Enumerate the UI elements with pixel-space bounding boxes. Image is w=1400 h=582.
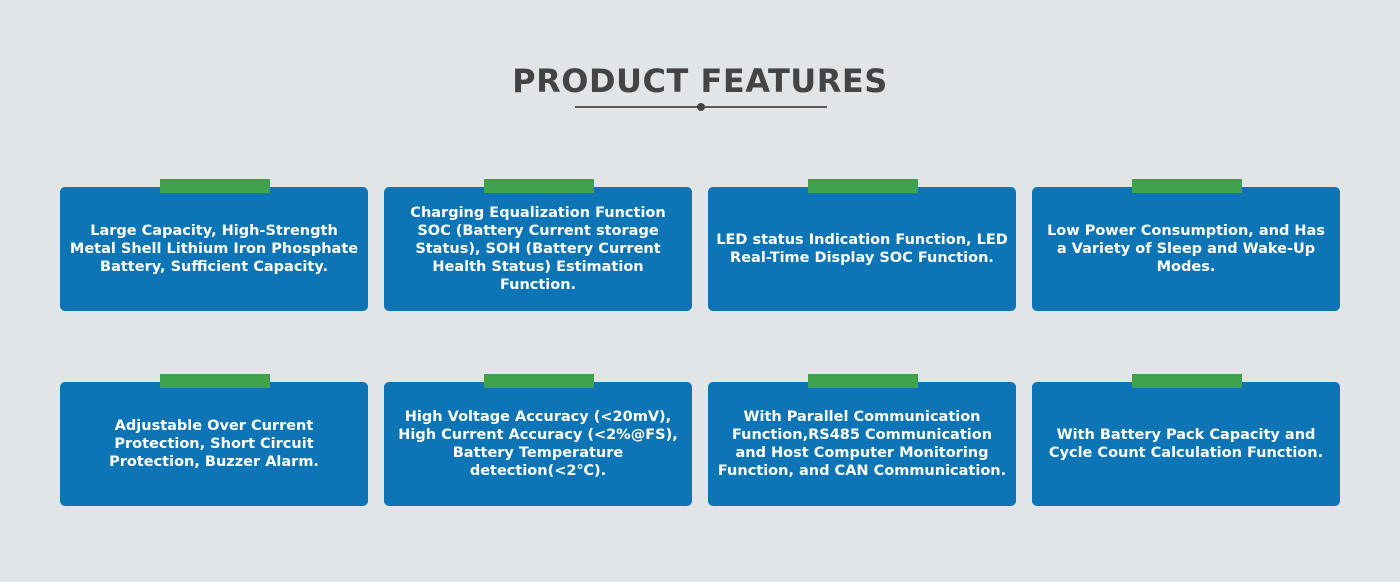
feature-card: Low Power Consumption, and Has a Variety… xyxy=(1032,179,1340,311)
feature-text: Adjustable Over Current Protection, Shor… xyxy=(109,418,319,470)
feature-text: Large Capacity, High-Strength Metal Shel… xyxy=(69,223,359,275)
card-accent-tab xyxy=(808,374,918,388)
feature-card: With Battery Pack Capacity and Cycle Cou… xyxy=(1032,374,1340,506)
feature-text: Charging Equalization Function SOC (Batt… xyxy=(410,205,666,293)
feature-text: Low Power Consumption, and Has a Variety… xyxy=(1047,223,1325,275)
page-title: PRODUCT FEATURES xyxy=(512,62,888,100)
feature-card: High Voltage Accuracy (<20mV), High Curr… xyxy=(384,374,692,506)
feature-text: LED status Indication Function, LED Real… xyxy=(716,232,1008,266)
card-accent-tab xyxy=(1132,374,1242,388)
feature-text: With Battery Pack Capacity and Cycle Cou… xyxy=(1048,427,1324,461)
feature-card: With Parallel Communication Function,RS4… xyxy=(708,374,1016,506)
feature-card: Large Capacity, High-Strength Metal Shel… xyxy=(60,179,368,311)
card-accent-tab xyxy=(160,179,270,193)
title-underline-dot xyxy=(697,103,705,111)
card-accent-tab xyxy=(1132,179,1242,193)
feature-card: LED status Indication Function, LED Real… xyxy=(708,179,1016,311)
feature-card: Charging Equalization Function SOC (Batt… xyxy=(384,179,692,311)
feature-text: With Parallel Communication Function,RS4… xyxy=(717,409,1007,479)
card-accent-tab xyxy=(484,374,594,388)
feature-text: High Voltage Accuracy (<20mV), High Curr… xyxy=(398,409,678,479)
card-accent-tab xyxy=(808,179,918,193)
card-accent-tab xyxy=(484,179,594,193)
feature-card: Adjustable Over Current Protection, Shor… xyxy=(60,374,368,506)
card-accent-tab xyxy=(160,374,270,388)
